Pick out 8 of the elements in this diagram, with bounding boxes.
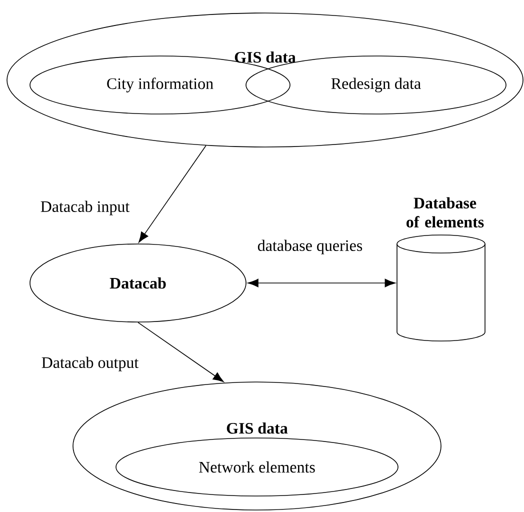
arrow xyxy=(138,322,224,382)
edge-label: database queries xyxy=(256,238,364,256)
node-label: Database of elements xyxy=(406,197,484,228)
arrow xyxy=(138,145,206,243)
edge-label: Datacab output xyxy=(40,356,140,372)
database-cylinder: Database of elements xyxy=(396,197,486,342)
edge-label: Datacab input xyxy=(39,200,131,216)
arrow xyxy=(248,278,396,288)
